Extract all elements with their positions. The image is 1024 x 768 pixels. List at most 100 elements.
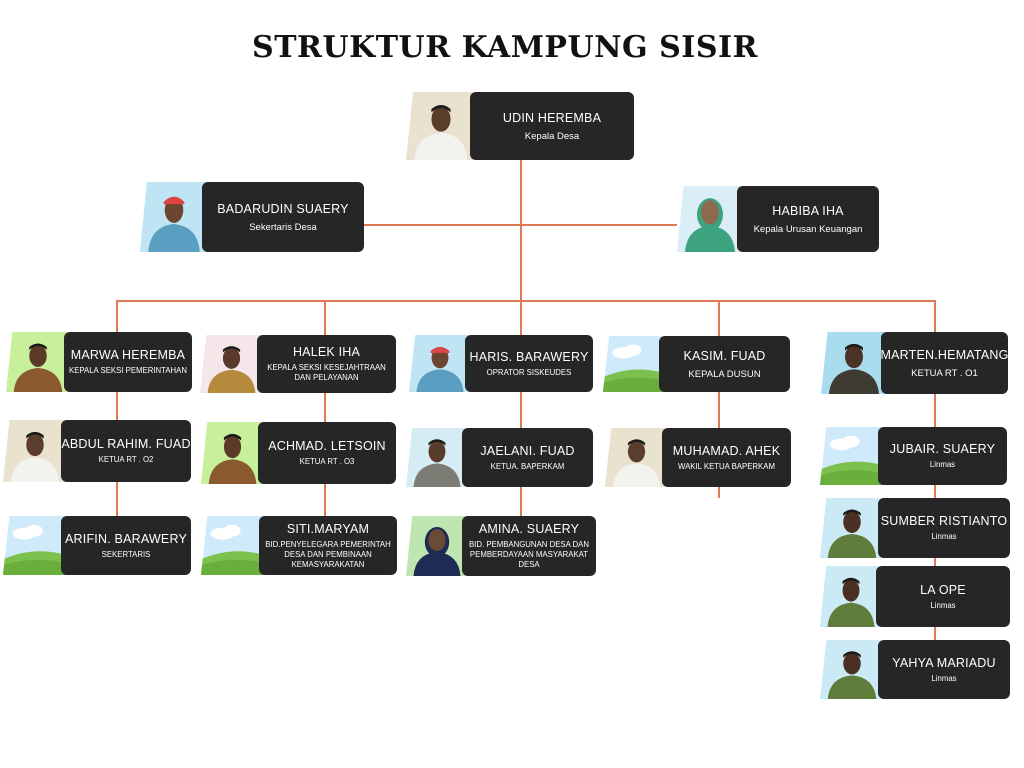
connector-line	[520, 160, 522, 302]
member-label-box: ABDUL RAHIM. FUAD KETUA RT . O2	[61, 420, 191, 482]
member-card-marwa: MARWA HEREMBA KEPALA SEKSI PEMERINTAHAN	[6, 332, 192, 392]
photo-placeholder	[603, 336, 665, 392]
member-role: Linmas	[931, 532, 957, 541]
member-name: LA OPE	[920, 582, 966, 597]
member-card-marten: MARTEN.HEMATANG KETUA RT . O1	[821, 332, 1008, 394]
member-label-box: JAELANI. FUAD KETUA. BAPERKAM	[462, 428, 593, 487]
member-name: ACHMAD. LETSOIN	[268, 439, 386, 453]
member-card-laope: LA OPE Linmas	[820, 566, 1010, 627]
member-label-box: YAHYA MARIADU Linmas	[878, 640, 1010, 699]
member-label-box: HARIS. BARAWERY OPRATOR SISKEUDES	[465, 335, 593, 392]
member-name: ARIFIN. BARAWERY	[65, 531, 187, 546]
member-role: OPRATOR SISKEUDES	[486, 367, 572, 377]
connector-line	[116, 300, 934, 302]
member-card-jubair: JUBAIR. SUAERY Linmas	[820, 427, 1007, 485]
member-card-haris: HARIS. BARAWERY OPRATOR SISKEUDES	[409, 335, 593, 392]
member-card-amina: AMINA. SUAERY BID. PEMBANGUNAN DESA DAN P…	[406, 516, 596, 576]
member-card-abdul: ABDUL RAHIM. FUAD KETUA RT . O2	[3, 420, 191, 482]
member-role: Linmas	[930, 600, 956, 610]
connector-line	[116, 300, 118, 332]
member-label-box: ACHMAD. LETSOIN KETUA RT . O3	[258, 422, 396, 484]
member-name: SITI.MARYAM	[286, 521, 370, 536]
photo-placeholder	[3, 516, 67, 575]
photo-placeholder	[201, 516, 265, 575]
member-photo	[821, 332, 887, 394]
member-role: KETUA. BAPERKAM	[490, 461, 565, 471]
member-role: KEPALA DUSUN	[688, 368, 761, 380]
member-card-muhamad: MUHAMAD. AHEK WAKIL KETUA BAPERKAM	[605, 428, 791, 487]
member-card-badarudin: BADARUDIN SUAERY Sekertaris Desa	[140, 182, 364, 252]
member-photo	[201, 422, 264, 484]
member-name: MARTEN.HEMATANG	[880, 347, 1009, 362]
member-role: KEPALA SEKSI PEMERINTAHAN	[69, 366, 187, 375]
member-label-box: AMINA. SUAERY BID. PEMBANGUNAN DESA DAN P…	[462, 516, 596, 576]
member-role: Kepala Urusan Keuangan	[753, 223, 863, 235]
member-name: JUBAIR. SUAERY	[889, 442, 996, 456]
member-card-habiba: HABIBA IHA Kepala Urusan Keuangan	[677, 186, 879, 252]
member-label-box: ARIFIN. BARAWERY SEKERTARIS	[61, 516, 191, 575]
member-photo	[677, 186, 743, 252]
member-label-box: LA OPE Linmas	[876, 566, 1010, 627]
member-card-achmad: ACHMAD. LETSOIN KETUA RT . O3	[201, 422, 396, 484]
member-name: YAHYA MARIADU	[892, 655, 996, 670]
member-photo	[406, 516, 468, 576]
member-role: WAKIL KETUA BAPERKAM	[678, 461, 775, 471]
photo-placeholder	[820, 427, 884, 485]
member-photo	[820, 640, 884, 699]
member-card-siti: SITI.MARYAM BID.PENYELEGARA PEMERINTAH DE…	[201, 516, 397, 575]
member-name: ABDUL RAHIM. FUAD	[61, 437, 191, 451]
chart-title: STRUKTUR KAMPUNG SISIR	[252, 30, 758, 65]
member-role: SEKERTARIS	[101, 549, 151, 559]
member-label-box: KASIM. FUAD KEPALA DUSUN	[659, 336, 790, 392]
connector-line	[364, 224, 677, 226]
member-role: KETUA RT . O2	[98, 455, 154, 464]
member-name: HABIBA IHA	[772, 203, 844, 218]
member-label-box: MUHAMAD. AHEK WAKIL KETUA BAPERKAM	[662, 428, 791, 487]
member-role: Linmas	[931, 673, 957, 683]
member-role: BID. PEMBANGUNAN DESA DAN PEMBERDAYAAN M…	[468, 540, 589, 569]
member-photo	[140, 182, 208, 252]
member-role: Linmas	[929, 460, 956, 469]
member-role: KEPALA SEKSI KESEJAHTRAAN DAN PELAYANAN	[267, 363, 386, 382]
connector-line	[934, 300, 936, 332]
member-card-arifin: ARIFIN. BARAWERY SEKERTARIS	[3, 516, 191, 575]
member-photo	[820, 566, 882, 627]
member-role: KETUA RT . O1	[911, 367, 978, 379]
member-photo	[820, 498, 884, 558]
member-label-box: SITI.MARYAM BID.PENYELEGARA PEMERINTAH DE…	[259, 516, 397, 575]
member-photo	[409, 335, 471, 392]
member-photo	[406, 92, 476, 160]
member-label-box: BADARUDIN SUAERY Sekertaris Desa	[202, 182, 364, 252]
member-card-jaelani: JAELANI. FUAD KETUA. BAPERKAM	[406, 428, 593, 487]
member-card-kasim: KASIM. FUAD KEPALA DUSUN	[603, 336, 790, 392]
member-role: KETUA RT . O3	[299, 457, 355, 466]
member-name: SUMBER RISTIANTO	[880, 514, 1008, 528]
member-label-box: HABIBA IHA Kepala Urusan Keuangan	[737, 186, 879, 252]
member-card-yahya: YAHYA MARIADU Linmas	[820, 640, 1010, 699]
member-name: MUHAMAD. AHEK	[672, 443, 781, 458]
member-photo	[605, 428, 668, 487]
member-name: KASIM. FUAD	[683, 348, 766, 363]
member-name: JAELANI. FUAD	[480, 443, 575, 458]
member-label-box: MARTEN.HEMATANG KETUA RT . O1	[881, 332, 1008, 394]
member-photo	[6, 332, 70, 392]
member-photo	[406, 428, 468, 487]
member-name: MARWA HEREMBA	[70, 348, 186, 362]
member-name: HARIS. BARAWERY	[469, 349, 589, 364]
connector-line	[324, 300, 326, 335]
member-card-sumber: SUMBER RISTIANTO Linmas	[820, 498, 1010, 558]
member-role: Kepala Desa	[524, 130, 580, 142]
member-label-box: MARWA HEREMBA KEPALA SEKSI PEMERINTAHAN	[64, 332, 192, 392]
member-role: BID.PENYELEGARA PEMERINTAH DESA DAN PEMB…	[265, 539, 391, 569]
member-name: BADARUDIN SUAERY	[217, 201, 349, 216]
member-role: Sekertaris Desa	[249, 221, 317, 233]
member-label-box: SUMBER RISTIANTO Linmas	[878, 498, 1010, 558]
connector-line	[520, 300, 522, 335]
member-label-box: JUBAIR. SUAERY Linmas	[878, 427, 1007, 485]
member-photo	[200, 335, 263, 393]
member-name: AMINA. SUAERY	[478, 522, 580, 536]
